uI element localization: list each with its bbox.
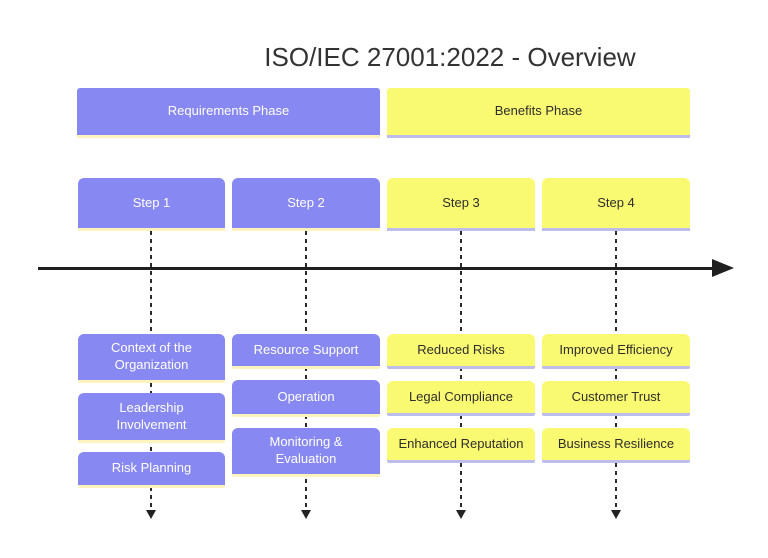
step-3-dashed-connector [460, 231, 462, 511]
event-enhanced-reputation: Enhanced Reputation [387, 428, 535, 463]
timeline-axis-arrowhead-icon [712, 259, 734, 277]
step-3-arrowhead-down-icon [456, 510, 466, 519]
step-1-arrowhead-down-icon [146, 510, 156, 519]
event-risk-planning: Risk Planning [78, 452, 225, 488]
event-context-of-the-organization: Context of the Organization [78, 334, 225, 383]
step-4-arrowhead-down-icon [611, 510, 621, 519]
step-2-box: Step 2 [232, 178, 380, 231]
event-operation: Operation [232, 380, 380, 417]
event-legal-compliance: Legal Compliance [387, 381, 535, 416]
step-4-box: Step 4 [542, 178, 690, 231]
phase-benefits: Benefits Phase [387, 88, 690, 138]
step-2-arrowhead-down-icon [301, 510, 311, 519]
step-4-dashed-connector [615, 231, 617, 511]
event-resource-support: Resource Support [232, 334, 380, 369]
event-business-resilience: Business Resilience [542, 428, 690, 463]
event-customer-trust: Customer Trust [542, 381, 690, 416]
event-reduced-risks: Reduced Risks [387, 334, 535, 369]
event-leadership-involvement: Leadership Involvement [78, 393, 225, 443]
timeline-axis [38, 267, 714, 270]
step-2-dashed-connector [305, 231, 307, 511]
event-monitoring-evaluation: Monitoring & Evaluation [232, 428, 380, 477]
diagram-title: ISO/IEC 27001:2022 - Overview [264, 42, 636, 72]
step-3-box: Step 3 [387, 178, 535, 231]
phase-requirements: Requirements Phase [77, 88, 380, 138]
event-improved-efficiency: Improved Efficiency [542, 334, 690, 369]
step-1-box: Step 1 [78, 178, 225, 231]
